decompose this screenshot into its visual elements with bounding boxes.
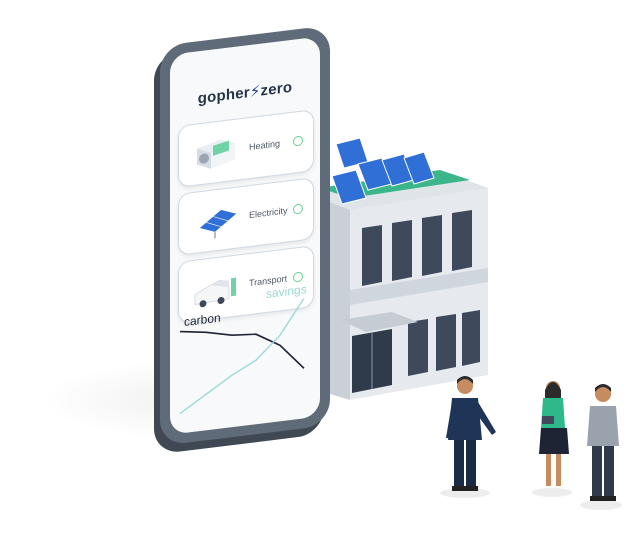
person-shadow <box>580 500 622 510</box>
trend-chart <box>179 297 305 415</box>
savings-trend-line <box>179 297 305 415</box>
card-heating[interactable]: Heating <box>178 109 314 188</box>
phone-screen: gopher⚡zero Heating <box>170 36 320 435</box>
phone-device: gopher⚡zero Heating <box>160 25 330 447</box>
card-electricity[interactable]: Electricity <box>178 177 314 256</box>
card-transport[interactable]: Transport <box>178 245 314 324</box>
carbon-trend-line <box>179 330 305 369</box>
person-man-left <box>446 376 496 491</box>
electric-van-icon <box>194 277 236 308</box>
person-woman-middle <box>539 381 569 486</box>
solar-panel-icon <box>198 209 238 239</box>
person-shadow <box>532 488 572 497</box>
person-man-right <box>587 384 619 501</box>
person-shadow <box>440 488 490 498</box>
heat-pump-icon <box>197 139 235 169</box>
